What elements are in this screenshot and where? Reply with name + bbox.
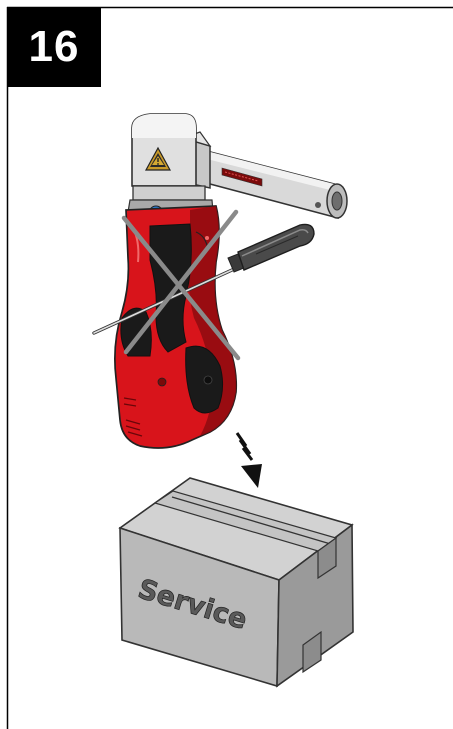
- press-tool: [94, 114, 347, 448]
- service-box: Service: [120, 478, 353, 686]
- tool-extension-tube: [195, 148, 347, 218]
- tool-head: [132, 114, 196, 186]
- step-number-badge: 16: [7, 7, 101, 87]
- tool-body: [115, 206, 236, 448]
- down-arrow-icon: [237, 433, 262, 488]
